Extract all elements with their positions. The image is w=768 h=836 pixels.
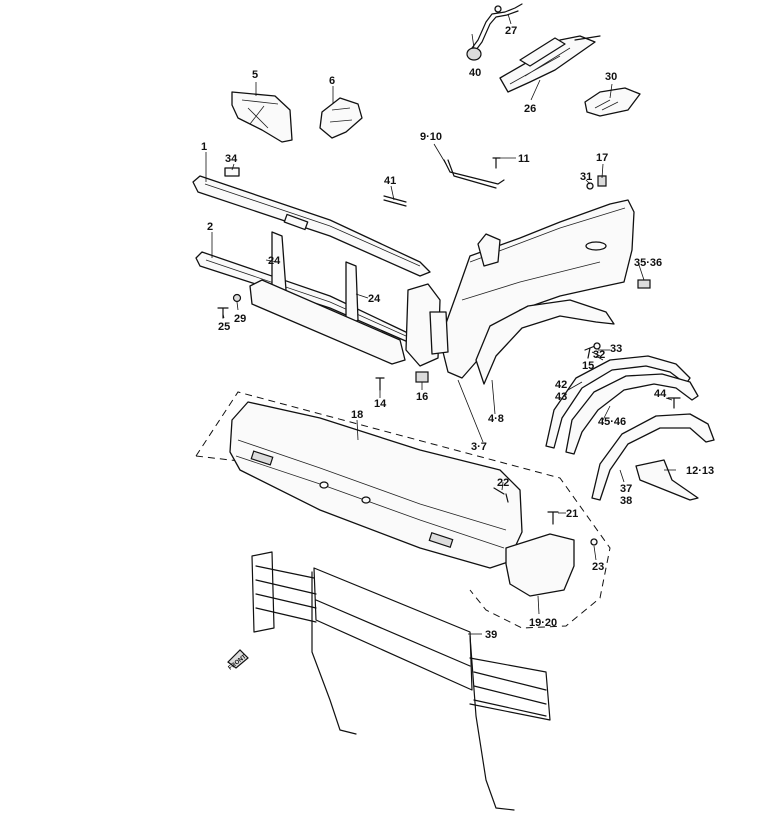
bracket-9-10 [443,159,505,189]
callout-12-13: 12·13 [686,465,714,477]
plug-40 [466,47,482,61]
bolt-22 [493,487,509,503]
callout-18: 18 [351,409,363,421]
clip-34 [224,167,240,177]
callout-38: 38 [620,495,632,507]
callout-26: 26 [524,103,536,115]
callout-39: 39 [485,629,497,641]
callout-37: 37 [620,483,632,495]
screw-11 [492,157,501,169]
front-panel-1 [192,175,431,277]
callout-6: 6 [329,75,335,87]
callout-44: 44 [654,388,667,400]
callout-16: 16 [416,391,428,403]
fender-flare-45-46 [565,373,699,455]
callout-11: 11 [518,153,530,165]
support-24 [271,231,359,329]
front-bumper-18 [229,401,523,569]
callout-45-46: 45·46 [598,416,626,428]
callout-4-8: 4·8 [488,413,504,425]
side-marker-35-36 [637,279,651,289]
screw-17 [597,175,607,187]
front-arrow-marker: FRONT [227,649,249,672]
leader-lines [205,13,676,635]
callout-27: 27 [505,25,517,37]
callout-42: 42 [555,379,567,391]
jack-26 [499,35,601,93]
callout-3-7: 3·7 [471,441,487,453]
callout-25: 25 [218,321,230,333]
callout-14: 14 [374,398,387,410]
bracket-6 [319,97,363,139]
callout-31: 31 [580,171,592,183]
callout-24-a: 24 [268,255,281,267]
screw-14 [375,377,385,391]
washer-32 [593,342,601,350]
callout-35-36: 35·36 [634,257,662,269]
callout-33: 33 [610,343,622,355]
callout-43: 43 [555,391,567,403]
fender-flare-37-38 [591,413,715,501]
callout-23: 23 [592,561,604,573]
callout-9-10: 9·10 [420,131,442,143]
bracket-5 [231,91,293,143]
callout-19-20: 19·20 [529,617,557,629]
fender-flare-42-43 [545,355,691,449]
callout-32: 32 [593,349,605,361]
callout-17: 17 [596,152,608,164]
callout-15: 15 [582,360,594,372]
callout-1: 1 [201,141,207,153]
callout-22: 22 [497,477,509,489]
callout-2: 2 [207,221,213,233]
lower-member [249,279,406,365]
front-fender [429,199,635,385]
clip-41 [383,195,407,207]
callout-29: 29 [234,313,246,325]
screw-44 [667,397,681,409]
washer-29 [232,293,242,303]
callout-40: 40 [469,67,481,79]
screw-15 [584,345,596,359]
washer-31 [586,182,594,190]
callout-30: 30 [605,71,617,83]
jack-handle-27 [471,3,523,51]
callout-24-b: 24 [368,293,381,305]
bumper-end-19-20 [505,533,575,597]
clip-16 [415,371,429,383]
cover-30 [584,87,641,117]
callout-5: 5 [252,69,258,81]
callout-41: 41 [384,175,396,187]
screw-25 [217,307,229,319]
bumper-group-outline [195,391,611,629]
mud-guard-12-13 [635,459,699,501]
bolt-21 [547,511,559,525]
callout-34: 34 [225,153,238,165]
washer-23 [590,538,598,546]
callout-21: 21 [566,508,578,520]
grille-guard-39 [251,551,551,811]
